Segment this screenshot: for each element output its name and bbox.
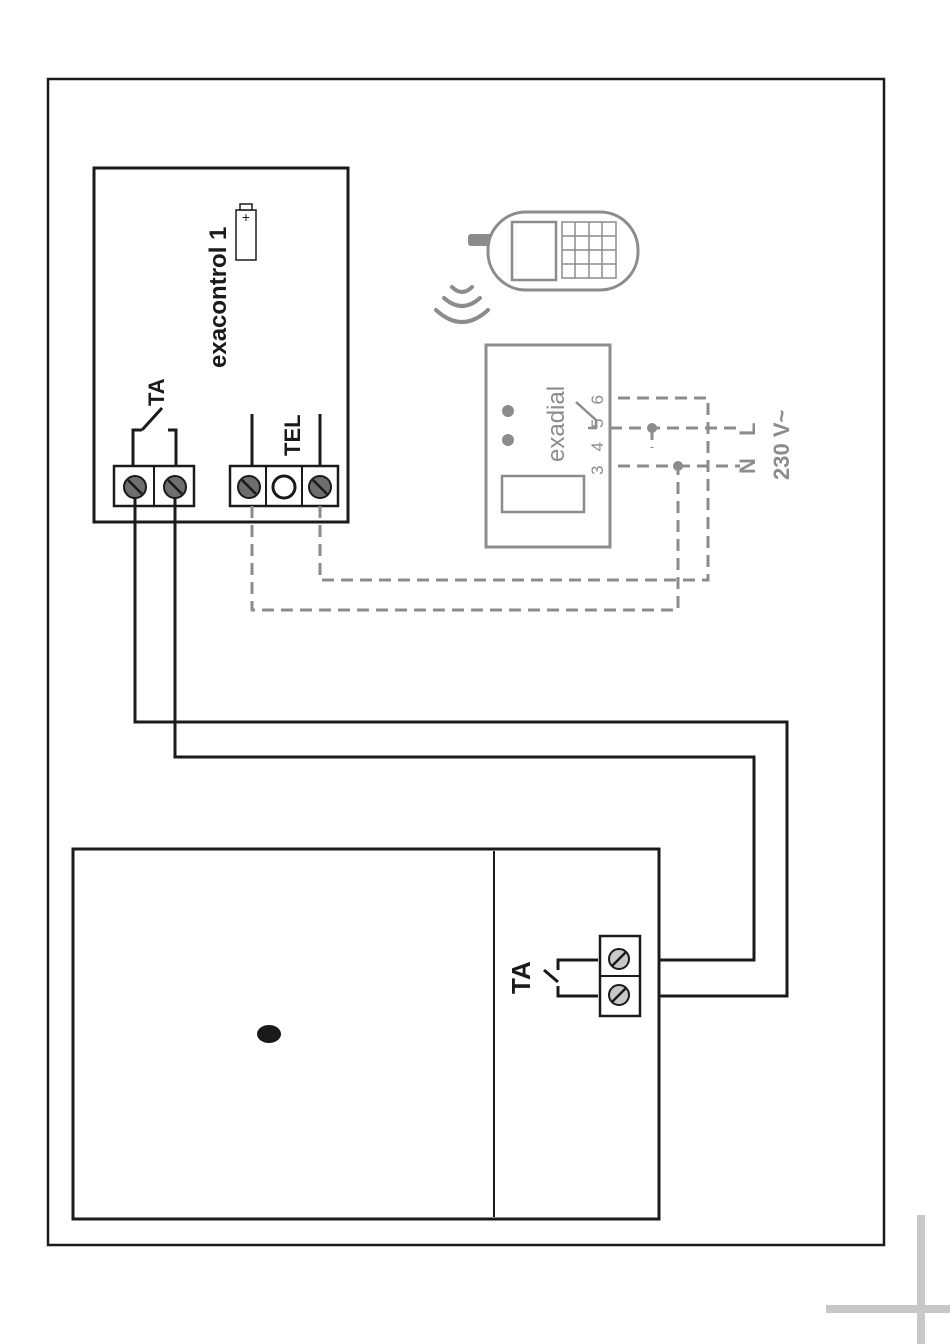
- neutral-label: N: [735, 458, 760, 474]
- exacontrol-ta-terminal-block: [114, 466, 194, 506]
- wireless-signal-icon: [436, 287, 488, 322]
- junction-dot: [673, 461, 683, 471]
- exadial-display: [502, 476, 584, 512]
- battery-icon: +: [236, 204, 256, 260]
- mobile-phone-icon: [468, 212, 638, 290]
- boiler-relay-label: TA: [506, 961, 536, 994]
- screw-terminal-icon: [609, 949, 629, 969]
- battery-plus: +: [242, 209, 250, 225]
- tel-label: TEL: [280, 414, 305, 456]
- led-indicator: [502, 405, 514, 417]
- exadial-unit: exadial 3 4 5 6: [486, 345, 610, 547]
- junction-dot: [647, 423, 657, 433]
- voltage-label: 230 V~: [769, 410, 794, 480]
- exadial-name: exadial: [543, 386, 570, 462]
- boiler-unit: TA: [73, 849, 659, 1219]
- screw-terminal-icon: [609, 985, 629, 1005]
- exacontrol-unit: exacontrol 1 + TA TEL: [94, 168, 348, 522]
- screw-terminal-icon: [124, 476, 146, 498]
- exacontrol-relay-label: TA: [144, 378, 169, 406]
- exacontrol-tel-terminal-block: [230, 466, 338, 506]
- line-label: L: [735, 423, 760, 436]
- exacontrol-name: exacontrol 1: [205, 227, 232, 368]
- screw-terminal-icon: [238, 476, 260, 498]
- boiler-indicator: [257, 1025, 281, 1043]
- screw-terminal-icon: [164, 476, 186, 498]
- screw-terminal-icon: [309, 476, 331, 498]
- empty-terminal: [273, 476, 295, 498]
- boiler-ta-terminal-block: [600, 936, 640, 1016]
- crop-marks: [826, 1215, 950, 1344]
- led-indicator: [502, 434, 514, 446]
